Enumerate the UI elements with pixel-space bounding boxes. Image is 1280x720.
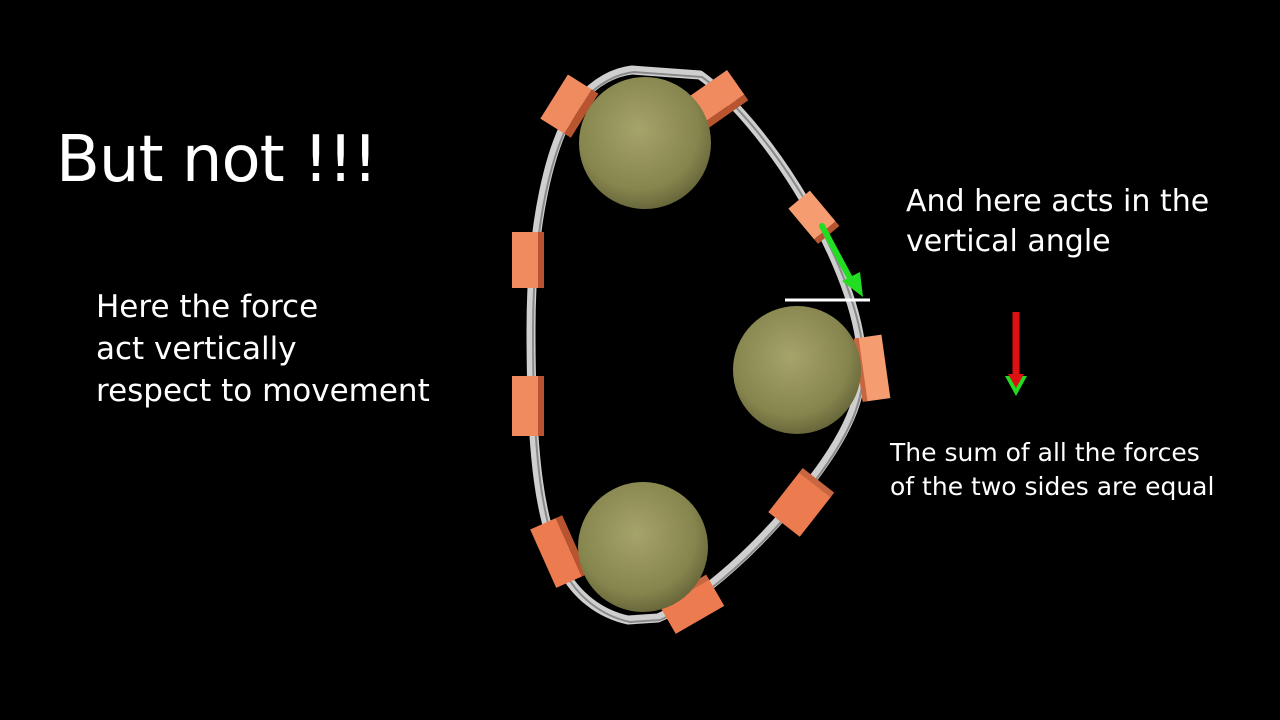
slide-title: But not !!! <box>56 123 378 197</box>
right-annotation: And here acts in the vertical angle <box>906 182 1209 262</box>
left-annotation: Here the force act vertically respect to… <box>96 286 430 412</box>
disc-bottom <box>578 482 708 612</box>
left-annotation-line-1: Here the force <box>96 289 319 325</box>
left-annotation-line-3: respect to movement <box>96 373 430 409</box>
disc-right <box>733 306 861 434</box>
right-annotation-line-1: And here acts in the <box>906 184 1210 219</box>
track-block <box>512 376 544 436</box>
track-block <box>687 69 749 128</box>
left-annotation-line-2: act vertically <box>96 331 297 367</box>
track-inner-edge <box>532 71 865 623</box>
sum-annotation-line-2: of the two sides are equal <box>890 472 1215 501</box>
sum-annotation-line-1: The sum of all the forces <box>890 438 1200 467</box>
diagonal-force-arrow <box>819 223 863 297</box>
track-block <box>788 190 840 244</box>
right-annotation-line-2: vertical angle <box>906 224 1111 259</box>
track-loop <box>526 65 867 625</box>
vertical-force-arrow <box>1005 312 1027 396</box>
sum-annotation: The sum of all the forces of the two sid… <box>890 436 1214 504</box>
track-block <box>512 232 544 288</box>
track-block <box>768 468 835 537</box>
disc-top <box>579 77 711 209</box>
track-block <box>540 74 599 138</box>
